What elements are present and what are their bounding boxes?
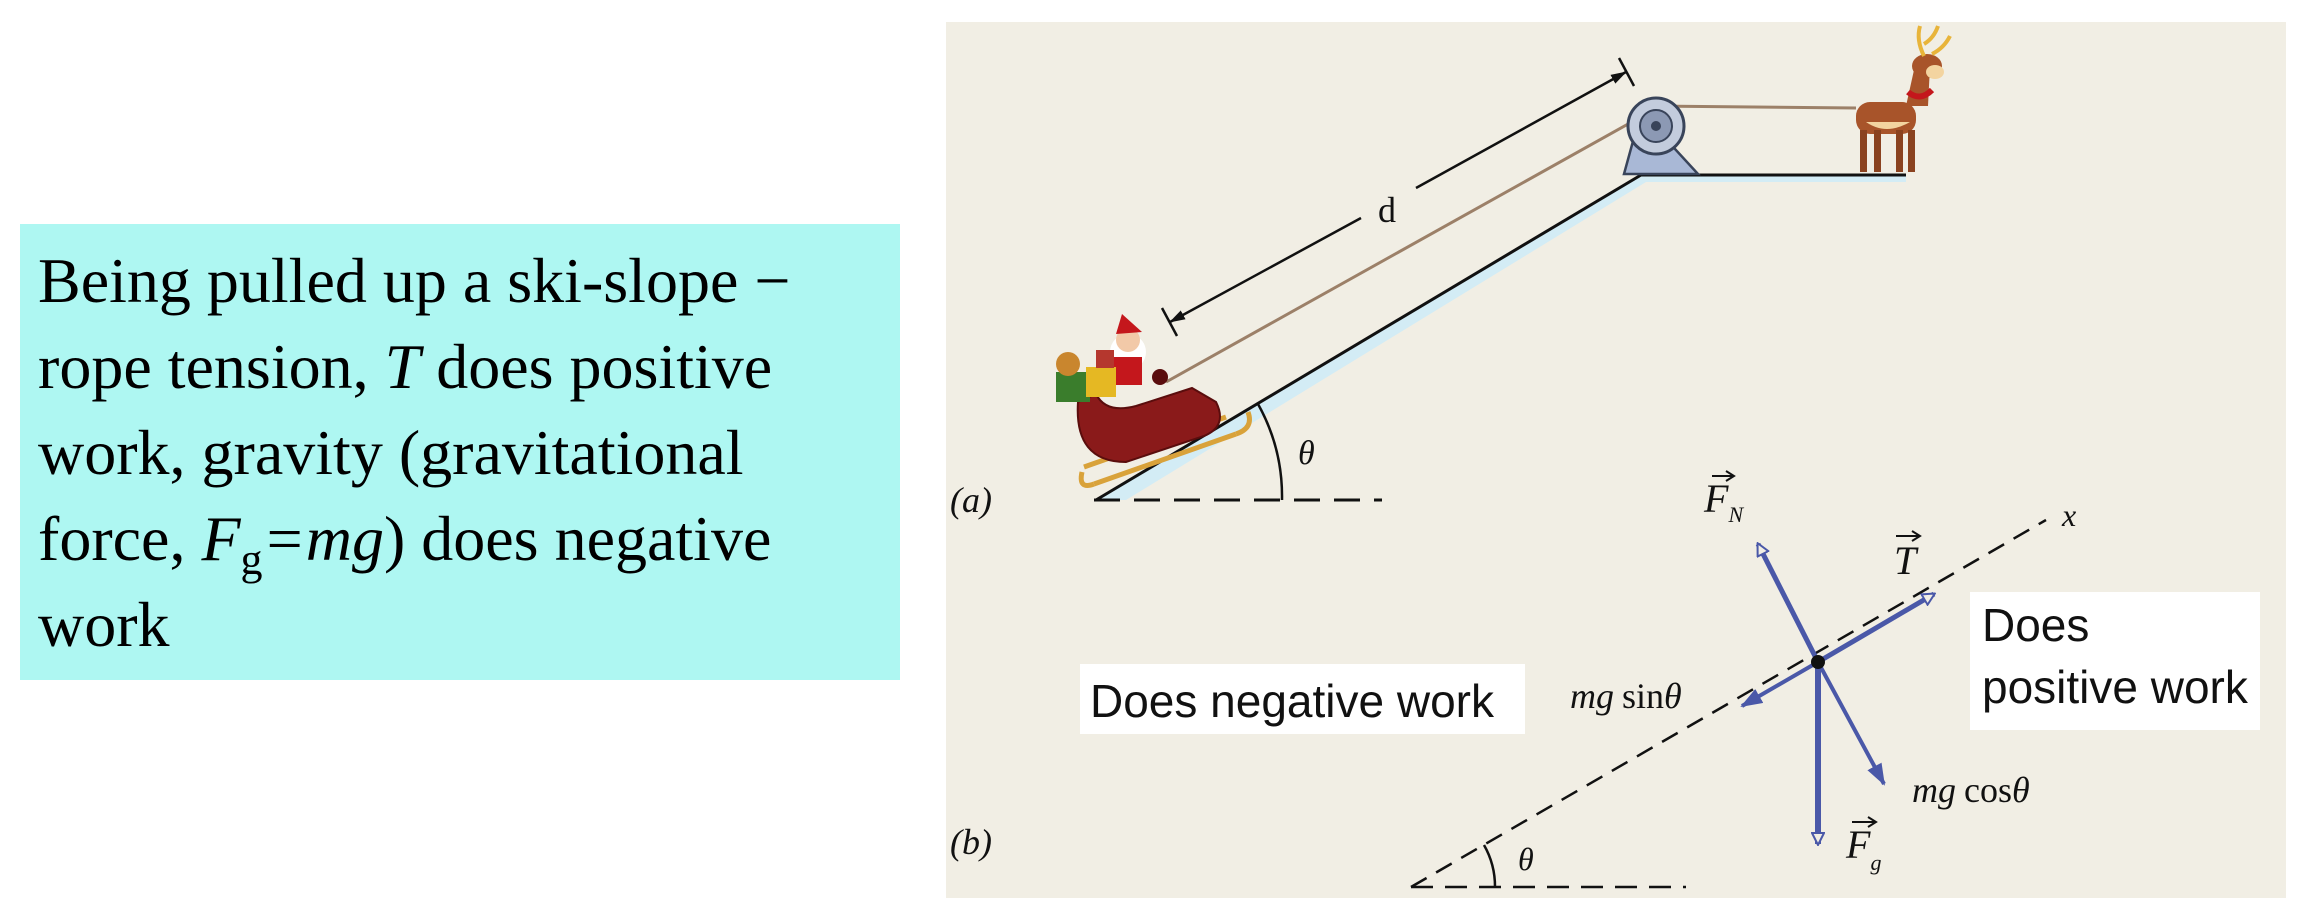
reindeer-icon	[1856, 25, 1952, 172]
angle-label-b: θ	[1518, 841, 1534, 877]
positive-work-callout: Does positive work	[1970, 592, 2260, 730]
rope-top	[1645, 104, 1857, 110]
rope	[1165, 112, 1647, 384]
mg-cos-vector	[1816, 661, 1886, 786]
dimension-tick-lower	[1160, 307, 1179, 337]
x-axis	[1410, 518, 2047, 889]
angle-arc-b	[1482, 844, 1497, 888]
svg-text:T: T	[1894, 538, 1919, 583]
slope-surface	[1095, 173, 1642, 502]
gravity-force-label: Fg	[1845, 816, 1881, 875]
panel-a: d θ (a)	[950, 25, 1952, 520]
panel-b-label: (b)	[950, 822, 992, 862]
description-text: Being pulled up a ski-slope − rope tensi…	[38, 245, 791, 660]
tension-label: T	[1894, 530, 1922, 583]
negative-work-text: Does negative work	[1090, 675, 1494, 727]
distance-label: d	[1378, 190, 1396, 230]
tension-vector	[1816, 591, 1934, 665]
normal-force-label: FN	[1703, 470, 1744, 527]
angle-label-a: θ	[1298, 435, 1315, 472]
x-axis-label: x	[2061, 497, 2076, 533]
tension-symbol: T	[384, 331, 421, 402]
dimension-line-upper	[1415, 70, 1627, 190]
ski-slope	[1096, 175, 1906, 500]
angle-arc-a	[1256, 403, 1284, 501]
dimension-tick-upper	[1617, 57, 1636, 87]
negative-work-callout: Does negative work	[1080, 664, 1525, 734]
svg-text:FN: FN	[1703, 476, 1744, 527]
description-box: Being pulled up a ski-slope − rope tensi…	[20, 224, 900, 680]
positive-work-line1: Does	[1982, 599, 2090, 651]
normal-force-vector	[1755, 544, 1821, 664]
positive-work-line2: positive work	[1982, 661, 2248, 713]
panel-a-label: (a)	[950, 480, 992, 520]
body-point	[1811, 655, 1825, 669]
gravity-symbol: F	[201, 503, 241, 574]
svg-text:Fg: Fg	[1845, 822, 1881, 875]
dimension-line-lower	[1169, 216, 1362, 324]
sleigh-icon	[1056, 314, 1252, 488]
pulley-icon	[1622, 96, 1701, 176]
mg-sin-vector	[1740, 660, 1820, 708]
physics-figure: d θ (a) FN T	[946, 22, 2286, 898]
